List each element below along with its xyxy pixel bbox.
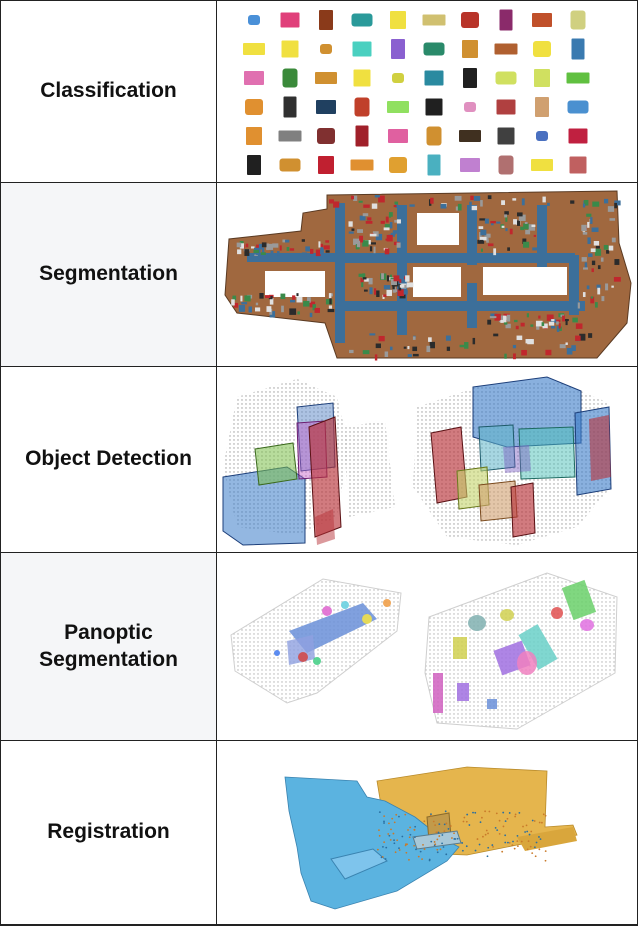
object-thumbnail-icon bbox=[283, 96, 297, 118]
object-thumbnail-icon bbox=[463, 68, 477, 88]
object-thumbnail-icon bbox=[278, 130, 302, 142]
object-thumbnail-icon bbox=[315, 72, 337, 84]
object-thumbnail-icon bbox=[535, 97, 549, 117]
object-thumbnail-icon bbox=[570, 10, 586, 30]
object-thumbnail-icon bbox=[319, 10, 333, 30]
object-thumbnail-icon bbox=[318, 156, 334, 174]
object-thumbnail-icon bbox=[494, 43, 518, 55]
registration-label: Registration bbox=[47, 820, 170, 844]
object-thumbnail-icon bbox=[246, 127, 262, 145]
panoptic-segmentation-image bbox=[217, 553, 637, 741]
object-thumbnail-icon bbox=[461, 12, 479, 28]
object-thumbnail-icon bbox=[532, 13, 552, 27]
object-thumbnail-icon bbox=[499, 9, 513, 31]
object-thumbnail-icon bbox=[279, 158, 301, 172]
object-thumbnail-icon bbox=[281, 40, 299, 58]
panoptic-segmentation-scenes-icon bbox=[230, 572, 618, 730]
object-thumbnail-icon bbox=[496, 99, 516, 115]
object-thumbnail-icon bbox=[390, 11, 406, 29]
object-thumbnail-icon bbox=[464, 102, 476, 112]
object-thumbnail-icon bbox=[355, 125, 369, 147]
object-thumbnail-icon bbox=[248, 15, 260, 25]
segmentation-image bbox=[217, 183, 637, 367]
classification-image bbox=[217, 1, 637, 183]
object-thumbnail-icon bbox=[280, 12, 300, 28]
object-thumbnail-icon bbox=[462, 40, 478, 58]
object-thumbnail-icon bbox=[495, 71, 517, 85]
object-thumbnail-icon bbox=[568, 128, 588, 144]
object-thumbnail-icon bbox=[427, 154, 441, 176]
object-thumbnail-icon bbox=[422, 14, 446, 26]
panoptic-segmentation-label: Panoptic Segmentation bbox=[39, 620, 178, 674]
object-thumbnail-icon bbox=[497, 127, 515, 145]
row-label-object-detection: Object Detection bbox=[1, 367, 217, 553]
object-thumbnail-icon bbox=[282, 68, 298, 88]
object-thumbnail-icon bbox=[424, 70, 444, 86]
object-thumbnail-icon bbox=[571, 38, 585, 60]
object-thumbnail-icon bbox=[351, 13, 373, 27]
object-detection-label: Object Detection bbox=[25, 447, 192, 471]
segmentation-label: Segmentation bbox=[39, 262, 178, 286]
panoptic-label-line-1: Panoptic bbox=[64, 620, 153, 644]
classification-objects-grid-icon bbox=[243, 9, 590, 176]
panoptic-label-line-2: Segmentation bbox=[39, 647, 178, 671]
object-thumbnail-icon bbox=[247, 155, 261, 175]
object-thumbnail-icon bbox=[354, 97, 370, 117]
object-thumbnail-icon bbox=[536, 131, 548, 141]
registration-pointclouds-icon bbox=[284, 766, 578, 910]
object-thumbnail-icon bbox=[533, 41, 551, 57]
object-thumbnail-icon bbox=[425, 98, 443, 116]
object-thumbnail-icon bbox=[426, 126, 442, 146]
object-thumbnail-icon bbox=[317, 128, 335, 144]
object-thumbnail-icon bbox=[316, 100, 336, 114]
object-detection-boxes-icon bbox=[222, 376, 612, 546]
object-thumbnail-icon bbox=[460, 158, 480, 172]
object-thumbnail-icon bbox=[244, 71, 264, 85]
object-thumbnail-icon bbox=[459, 130, 481, 142]
object-thumbnail-icon bbox=[569, 156, 587, 174]
object-thumbnail-icon bbox=[566, 72, 590, 84]
row-label-classification: Classification bbox=[1, 1, 217, 183]
object-thumbnail-icon bbox=[353, 69, 371, 87]
object-thumbnail-icon bbox=[388, 129, 408, 143]
object-thumbnail-icon bbox=[245, 99, 263, 115]
object-thumbnail-icon bbox=[320, 44, 332, 54]
object-thumbnail-icon bbox=[350, 159, 374, 171]
object-thumbnail-icon bbox=[243, 43, 265, 55]
object-thumbnail-icon bbox=[531, 159, 553, 171]
object-thumbnail-icon bbox=[567, 100, 589, 114]
row-label-panoptic-segmentation: Panoptic Segmentation bbox=[1, 553, 217, 741]
object-thumbnail-icon bbox=[423, 42, 445, 56]
object-thumbnail-icon bbox=[498, 155, 514, 175]
object-thumbnail-icon bbox=[389, 157, 407, 173]
object-detection-image bbox=[217, 367, 637, 553]
segmentation-floorplan-icon bbox=[224, 190, 632, 361]
object-thumbnail-icon bbox=[391, 39, 405, 59]
object-thumbnail-icon bbox=[534, 69, 550, 87]
row-label-registration: Registration bbox=[1, 741, 217, 925]
object-thumbnail-icon bbox=[392, 73, 404, 83]
registration-image bbox=[217, 741, 637, 925]
object-thumbnail-icon bbox=[387, 101, 409, 113]
row-label-segmentation: Segmentation bbox=[1, 183, 217, 367]
object-thumbnail-icon bbox=[352, 41, 372, 57]
classification-label: Classification bbox=[40, 79, 177, 103]
